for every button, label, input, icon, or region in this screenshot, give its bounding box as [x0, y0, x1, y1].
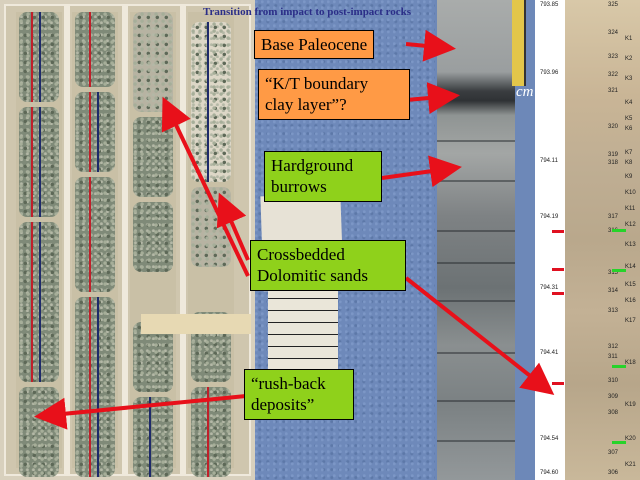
depth-label: 794.41 — [540, 350, 559, 356]
callout-crossbedded: Crossbedded Dolomitic sands — [250, 240, 406, 291]
green-sample-marker — [612, 229, 626, 232]
k-label: K2 — [625, 56, 633, 62]
cm-label: cm — [516, 84, 534, 100]
sample-number: 315 — [608, 270, 619, 276]
core-tray — [4, 4, 251, 477]
sample-number: 325 — [608, 2, 619, 8]
callout-text: clay layer”? — [265, 95, 347, 115]
k-label: K17 — [625, 318, 636, 324]
callout-text: “K/T boundary — [265, 74, 369, 93]
red-depth-marker — [552, 230, 564, 233]
sample-number: 322 — [608, 72, 619, 78]
depth-label: 793.96 — [540, 70, 559, 76]
k-label: K19 — [625, 402, 636, 408]
red-depth-marker — [552, 292, 564, 295]
sample-number: 307 — [608, 450, 619, 456]
sample-number: 314 — [608, 288, 619, 294]
callout-hardground: Hardground burrows — [264, 151, 382, 202]
depth-label: 794.60 — [540, 470, 559, 476]
depth-label: 794.19 — [540, 214, 559, 220]
depth-label: 794.31 — [540, 285, 559, 291]
wood-spacer — [141, 314, 251, 334]
cm-scale-bar — [512, 0, 526, 86]
green-sample-marker — [612, 365, 626, 368]
k-label: K5 — [625, 116, 633, 122]
sample-number: 324 — [608, 30, 619, 36]
k-label: K10 — [625, 190, 636, 196]
sample-number: 310 — [608, 378, 619, 384]
callout-base-paleocene: Base Paleocene — [254, 30, 375, 60]
k-label: K4 — [625, 100, 633, 106]
callout-text: Base Paleocene — [261, 35, 368, 54]
sample-number: 313 — [608, 308, 619, 314]
k-label: K16 — [625, 298, 636, 304]
green-sample-marker — [612, 441, 626, 444]
sample-number: 312 — [608, 344, 619, 350]
sample-number: 323 — [608, 54, 619, 60]
callout-text: burrows — [271, 177, 327, 197]
k-label: K1 — [625, 36, 633, 42]
k-label: K9 — [625, 174, 633, 180]
core-column-3 — [130, 12, 176, 477]
callout-text: Crossbedded — [257, 245, 345, 264]
slide-title: Transition from impact to post-impact ro… — [203, 6, 412, 18]
k-label: K13 — [625, 242, 636, 248]
core-box-photo — [0, 0, 255, 480]
sample-number: 311 — [608, 354, 618, 360]
k-label: K20 — [625, 436, 636, 442]
sample-number: 319 — [608, 152, 619, 158]
core-strip-photo — [437, 0, 515, 480]
k-label: K7 — [625, 150, 633, 156]
sample-number: 308 — [608, 410, 619, 416]
k-label: K6 — [625, 126, 633, 132]
k-label: K18 — [625, 360, 636, 366]
depth-label: 793.85 — [540, 2, 559, 8]
sample-number: 318 — [608, 160, 619, 166]
callout-kt-boundary: “K/T boundary clay layer”? — [258, 69, 410, 120]
depth-label: 794.54 — [540, 436, 559, 442]
red-depth-marker — [552, 268, 564, 271]
depth-log-photo — [565, 0, 640, 480]
callout-text: deposits” — [251, 395, 315, 415]
callout-text: “rush-back — [251, 374, 326, 393]
core-column-4 — [188, 12, 234, 477]
k-label: K8 — [625, 160, 633, 166]
callout-text: Dolomitic sands — [257, 266, 368, 286]
k-label: K14 — [625, 264, 636, 270]
k-label: K12 — [625, 222, 636, 228]
k-label: K21 — [625, 462, 636, 468]
core-column-1 — [16, 12, 62, 477]
k-label: K11 — [625, 206, 636, 212]
sample-number: 317 — [608, 214, 619, 220]
sample-number: 321 — [608, 88, 619, 94]
red-depth-marker — [552, 382, 564, 385]
callout-text: Hardground — [271, 156, 354, 175]
sample-number: 306 — [608, 470, 619, 476]
sample-number: 320 — [608, 124, 619, 130]
k-label: K3 — [625, 76, 633, 82]
depth-label: 794.11 — [540, 158, 558, 164]
sample-number: 309 — [608, 394, 619, 400]
k-label: K15 — [625, 282, 636, 288]
callout-rushback: “rush-back deposits” — [244, 369, 354, 420]
core-column-2 — [72, 12, 118, 477]
green-sample-marker — [612, 269, 626, 272]
